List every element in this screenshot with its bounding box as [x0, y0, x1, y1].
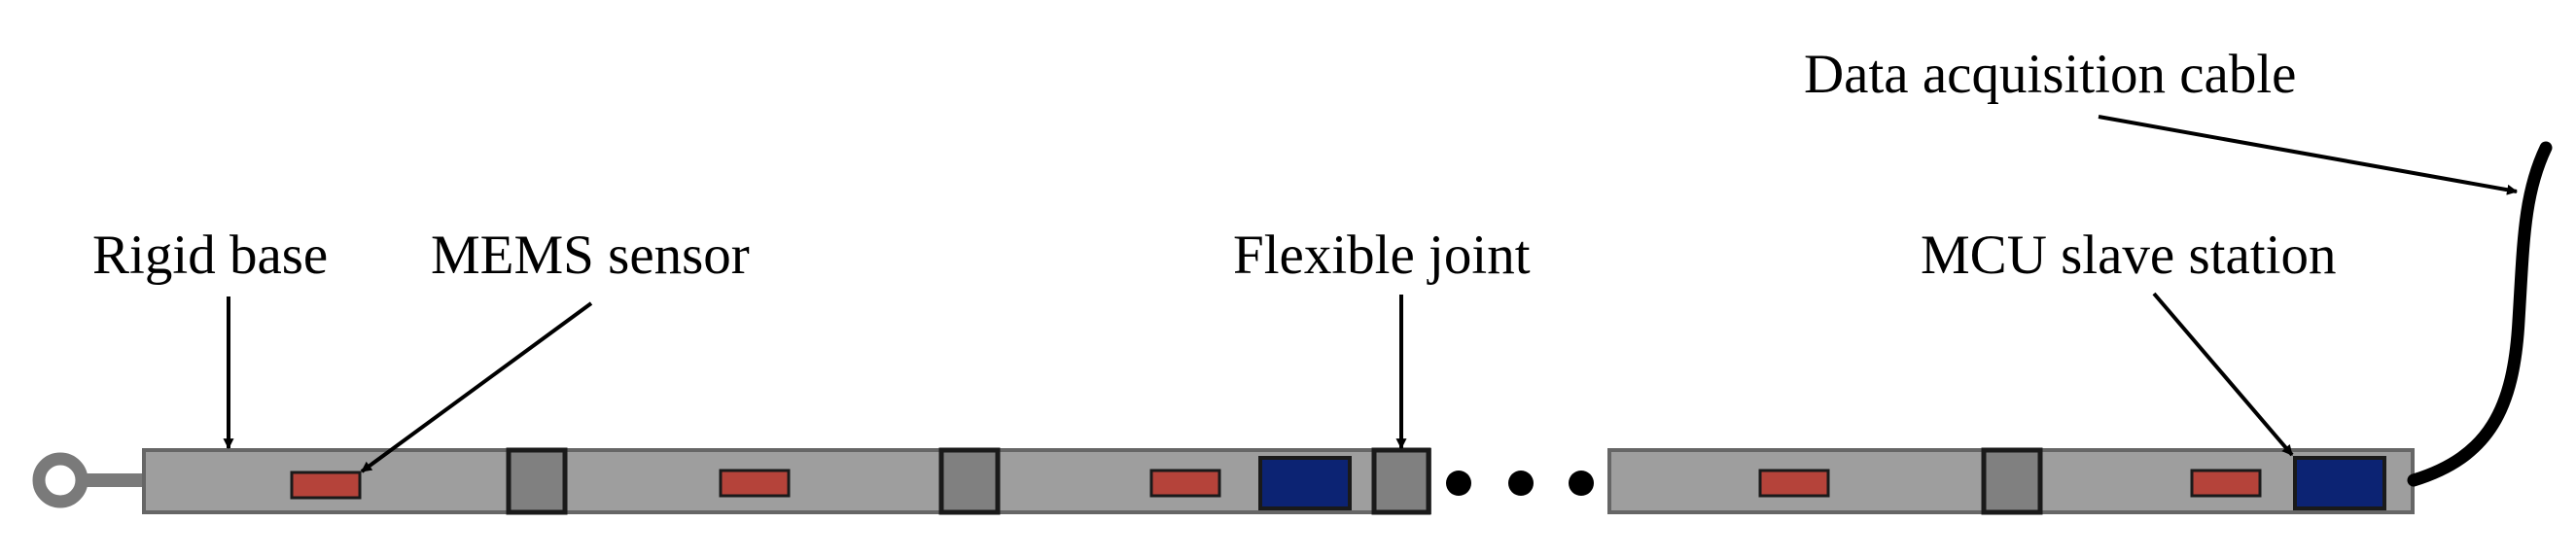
flexible-joint [938, 447, 1001, 515]
label-flexible-joint: Flexible joint [1233, 225, 1531, 286]
flexible-joint [1981, 447, 2043, 515]
arrow-mcu-slave-station [2152, 292, 2294, 457]
flexible-joint [506, 447, 568, 515]
label-mcu-slave-station: MCU slave station [1921, 225, 2336, 286]
mounting-eyelet [32, 452, 144, 508]
mcu-slave-station [2293, 456, 2386, 510]
mcu-slave-station [1258, 456, 1352, 510]
label-data-acquisition-cable: Data acquisition cable [1804, 44, 2296, 105]
label-mems-sensor: MEMS sensor [431, 225, 750, 286]
mems-sensor [290, 471, 362, 500]
ellipsis-dots [1446, 471, 1594, 496]
arrow-mems-sensor [360, 301, 593, 473]
mems-sensor [719, 469, 791, 498]
mems-sensor [1758, 469, 1830, 498]
left-rigid-base-chain [142, 447, 1431, 515]
label-rigid-base: Rigid base [92, 225, 328, 286]
flexible-joint [1371, 447, 1431, 515]
mems-sensor [2190, 469, 2262, 498]
data-acquisition-cable [2407, 141, 2553, 487]
arrow-data-acquisition-cable [2098, 115, 2519, 195]
right-rigid-base-chain [1607, 447, 2415, 515]
mems-sensor [1149, 469, 1221, 498]
